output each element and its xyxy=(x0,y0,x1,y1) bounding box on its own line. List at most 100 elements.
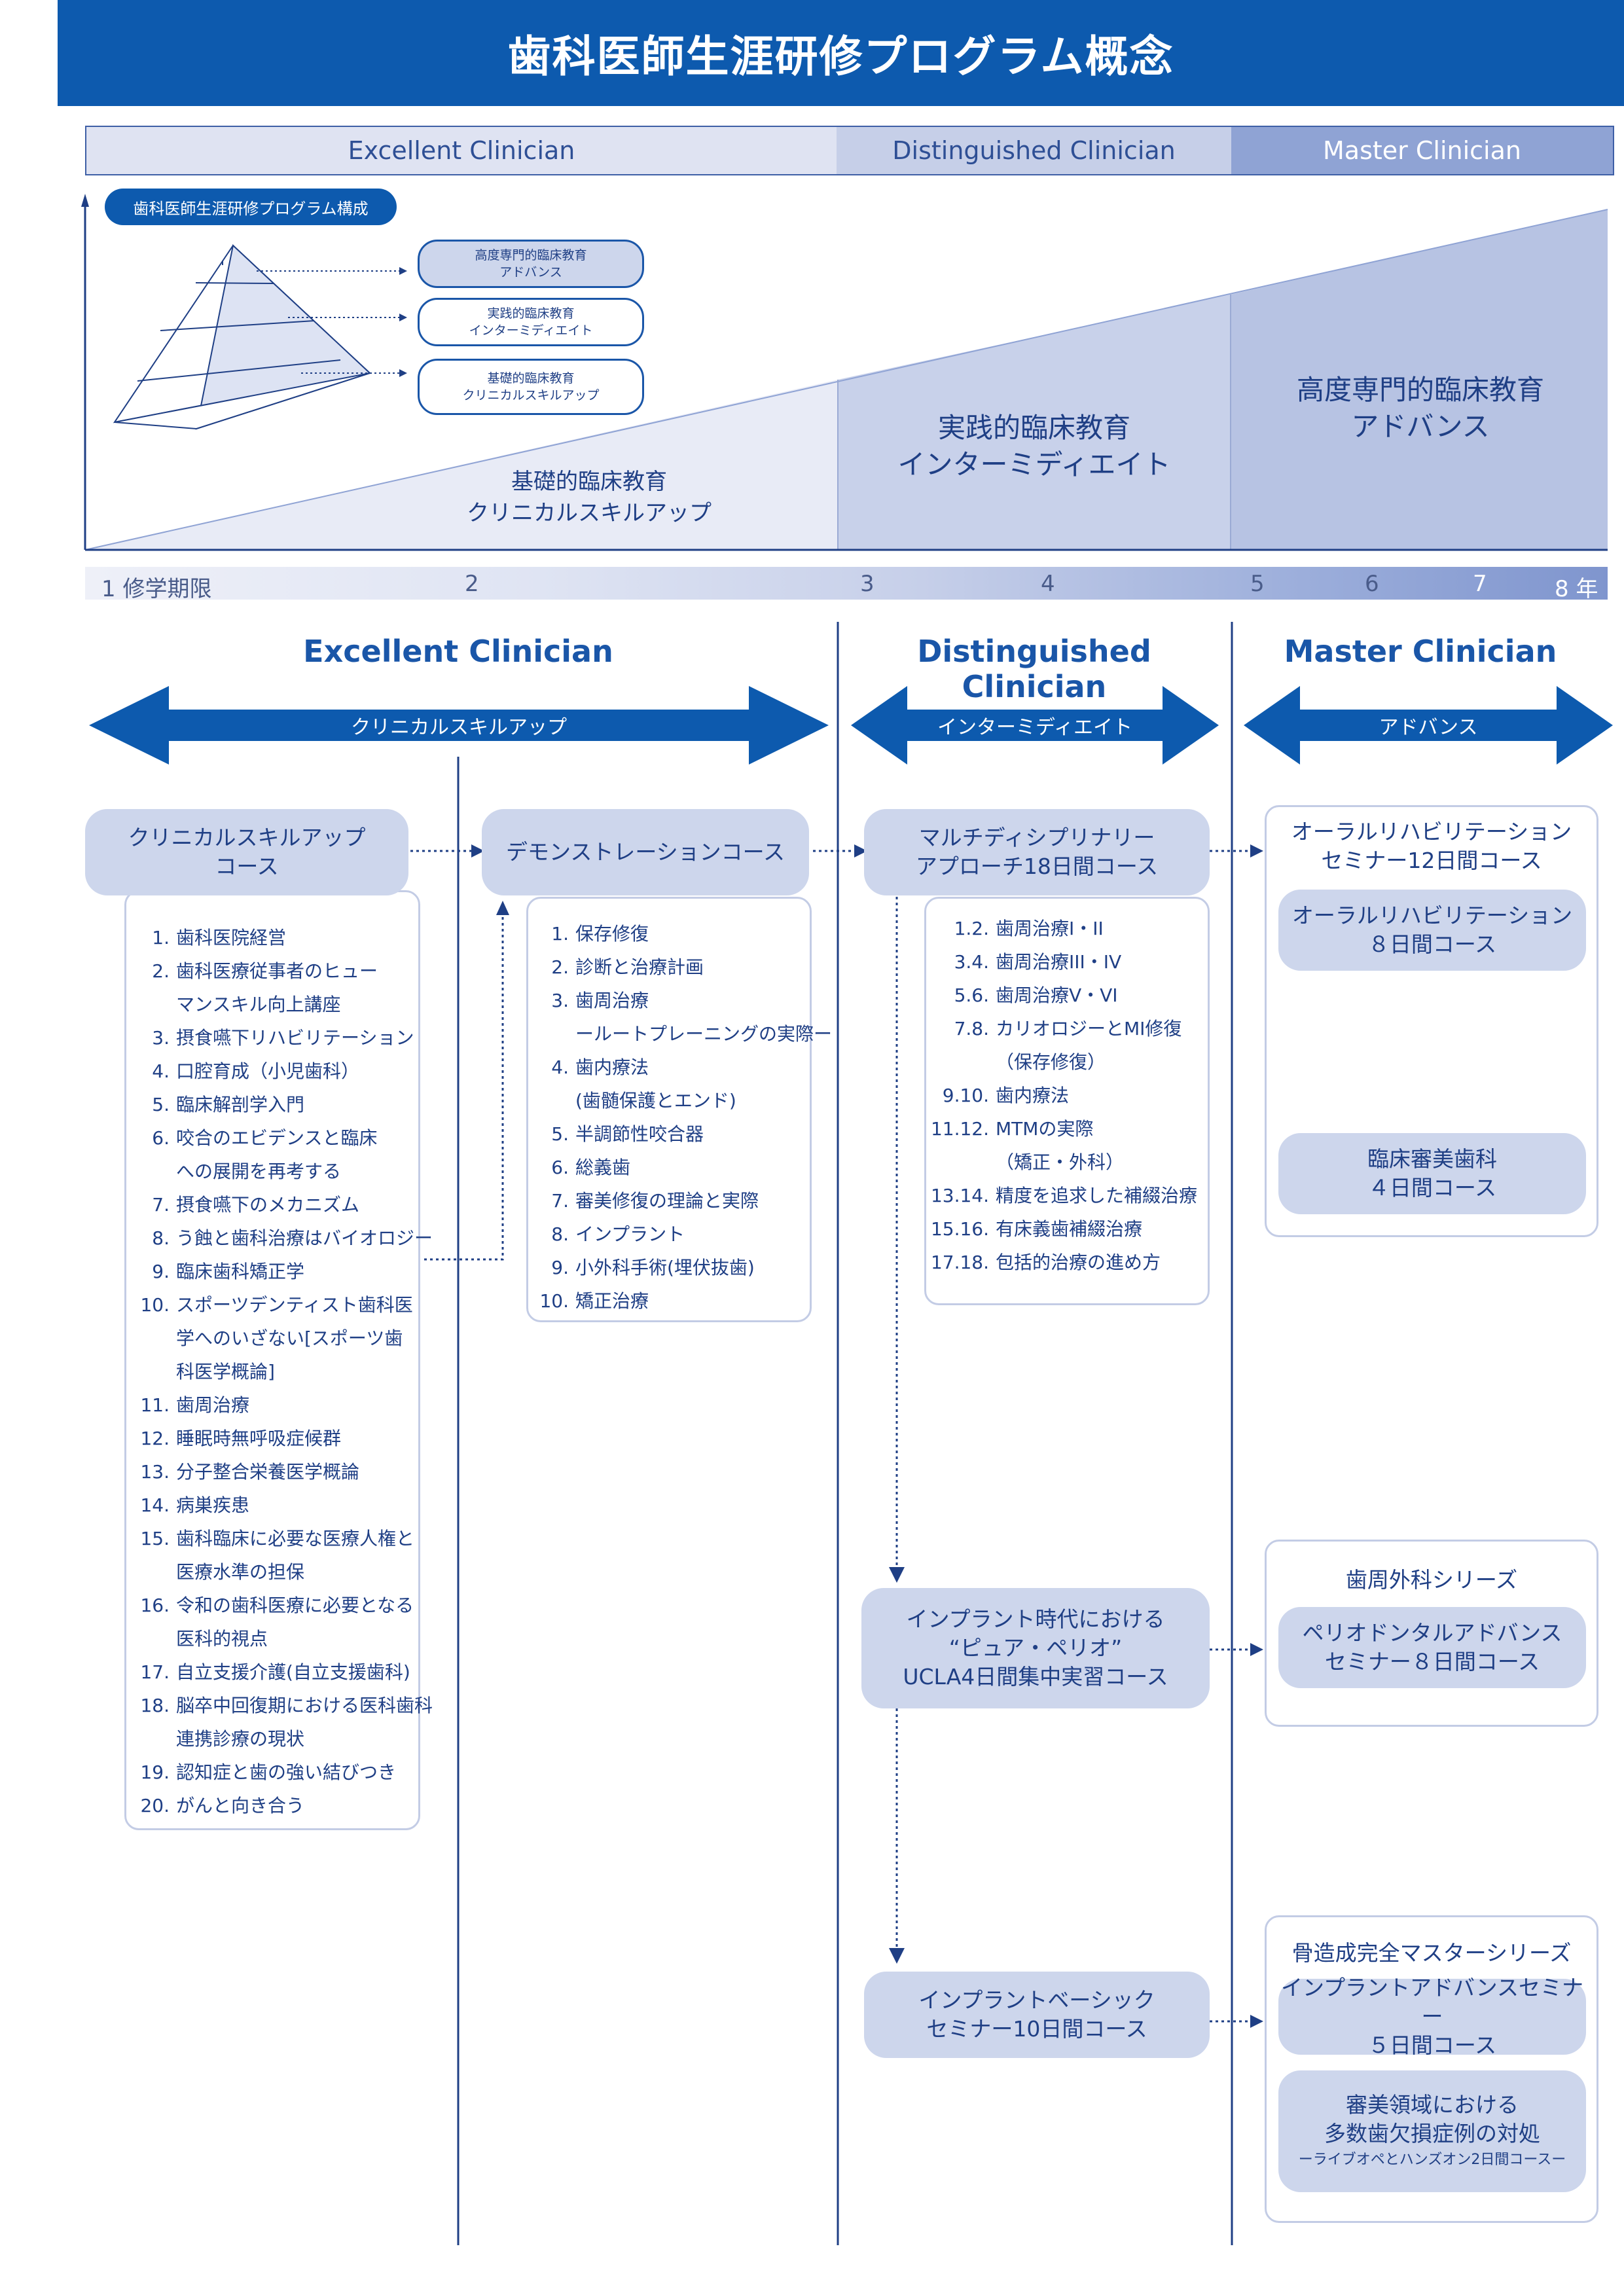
stage-line: インターミディエイト xyxy=(897,448,1171,480)
course-line: 多数歯欠損症例の対処 xyxy=(1324,2121,1540,2146)
list-item-text: 分子整合栄養医学概論 xyxy=(176,1461,360,1483)
implant-basic-course-box[interactable]: インプラントベーシック セミナー10日間コース xyxy=(864,1972,1210,2058)
course-subline: ーライブオペとハンズオン2日間コースー xyxy=(1298,2152,1566,2168)
list-item: 12.睡眠時無呼吸症候群 xyxy=(139,1422,418,1455)
implant-advance-course[interactable]: インプラントアドバンスセミナー ５日間コース xyxy=(1278,1975,1586,2058)
list-item: 5.臨床解剖学入門 xyxy=(139,1088,418,1121)
stage-intermediate-region xyxy=(838,295,1231,550)
list-item-number: 11. xyxy=(140,1394,170,1416)
pyramid-diagram xyxy=(113,244,372,430)
list-item-number xyxy=(139,1155,170,1188)
arrow-down-icon xyxy=(889,1948,905,1964)
list-item: 7.摂食嚥下のメカニズム xyxy=(139,1188,418,1221)
course-line: “ピュア・ペリオ” xyxy=(948,1635,1123,1661)
pure-perio-course-box[interactable]: インプラント時代における “ピュア・ペリオ” UCLA4日間集中実習コース xyxy=(861,1588,1210,1708)
list-item: 7.審美修復の理論と実際 xyxy=(539,1184,810,1218)
list-item-number: 9. xyxy=(551,1257,569,1278)
list-item-number: 1.2. xyxy=(954,918,989,939)
course-line: ペリオドンタルアドバンス xyxy=(1302,1620,1562,1646)
course-line: アプローチ18日間コース xyxy=(915,854,1159,879)
list-item: 5.半調節性咬合器 xyxy=(539,1117,810,1151)
list-item-number xyxy=(929,1045,989,1079)
list-item: 18.脳卒中回復期における医科歯科 xyxy=(139,1689,433,1722)
list-item: 医科的視点 xyxy=(139,1622,418,1655)
arrow-right-icon xyxy=(1250,2015,1263,2028)
course-line: コース xyxy=(215,854,279,879)
oral-rehab-title: オーラルリハビリテーション セミナー12日間コース xyxy=(1267,818,1597,875)
axis-arrow-up-icon xyxy=(81,194,89,207)
list-item: 9.10.歯内療法 xyxy=(929,1079,1208,1112)
double-arrow-icon xyxy=(89,686,829,765)
course-line: 臨床審美歯科 xyxy=(1367,1146,1497,1172)
list-item-number: 6. xyxy=(551,1157,569,1178)
stage-line: 実践的臨床教育 xyxy=(937,412,1130,444)
list-item-number xyxy=(139,1722,170,1756)
list-item: 2.診断と治療計画 xyxy=(539,950,810,984)
list-item-number: 15.16. xyxy=(930,1218,989,1240)
arrow-right-icon xyxy=(1250,1643,1263,1656)
multi-course-box[interactable]: マルチディシプリナリー アプローチ18日間コース xyxy=(864,809,1210,895)
list-item-number: 3.4. xyxy=(954,951,989,973)
skillup-course-box[interactable]: クリニカルスキルアップ コース xyxy=(85,809,408,895)
list-item-text: 口腔育成（小児歯科） xyxy=(176,1060,360,1082)
list-item-text: 歯周治療 xyxy=(575,990,649,1011)
list-item-number xyxy=(139,1355,170,1388)
list-item: ールートプレーニングの実際ー xyxy=(539,1017,832,1051)
list-item-number: 20. xyxy=(140,1795,170,1816)
arrow-up-icon xyxy=(496,901,509,915)
year-label-7: 7 xyxy=(1473,571,1487,597)
list-item-number: 2. xyxy=(551,956,569,978)
pyramid-level-basic: 基礎的臨床教育 クリニカルスキルアップ xyxy=(418,359,644,415)
aesthetic-4day-course[interactable]: 臨床審美歯科 ４日間コース xyxy=(1278,1133,1586,1214)
list-item-text: カリオロジーとMI修復 xyxy=(996,1018,1182,1039)
list-item-text: ールートプレーニングの実際ー xyxy=(575,1023,833,1045)
tier-distinguished-header: Distinguished Clinician xyxy=(837,126,1233,175)
demo-course-box[interactable]: デモンストレーションコース xyxy=(482,809,809,895)
list-item-text: 連携診療の現状 xyxy=(176,1728,305,1750)
list-item-number xyxy=(139,988,170,1021)
list-item-number: 8. xyxy=(551,1223,569,1245)
list-item-number: 12. xyxy=(140,1428,170,1449)
list-item-text: 小外科手術(埋伏抜歯) xyxy=(575,1257,755,1278)
oral-rehab-8day-course[interactable]: オーラルリハビリテーション ８日間コース xyxy=(1278,890,1586,971)
list-item-number: 5.6. xyxy=(954,984,989,1006)
aesthetic-multi-missing-course[interactable]: 審美領域における 多数歯欠損症例の対処 ーライブオペとハンズオン2日間コースー xyxy=(1278,2070,1586,2192)
list-item-text: 歯内療法 xyxy=(575,1056,649,1078)
list-item: 医療水準の担保 xyxy=(139,1555,418,1589)
list-item: 3.摂食嚥下リハビリテーション xyxy=(139,1021,418,1055)
list-item-text: インプラント xyxy=(575,1223,685,1245)
list-item-number: 1. xyxy=(152,927,170,948)
list-item: （保存修復） xyxy=(929,1045,1208,1079)
list-item: 3.歯周治療 xyxy=(539,984,810,1017)
list-item-number: 15. xyxy=(140,1528,170,1549)
pyramid-level-advanced: 高度専門的臨床教育 アドバンス xyxy=(418,240,644,288)
perio-advance-course[interactable]: ペリオドンタルアドバンス セミナー８日間コース xyxy=(1278,1607,1586,1688)
list-item-number: 7. xyxy=(152,1194,170,1216)
course-line: セミナー10日間コース xyxy=(926,2016,1147,2042)
list-item-text: う蝕と歯科治療はバイオロジー xyxy=(176,1227,433,1249)
list-item-text: 脳卒中回復期における医科歯科 xyxy=(176,1695,433,1716)
arrow-label-intermediate: インターミディエイト xyxy=(937,716,1132,739)
list-item: 11.12.MTMの実際 xyxy=(929,1112,1208,1146)
list-item-number: 10. xyxy=(539,1290,569,1312)
course-line: インプラントベーシック xyxy=(918,1987,1155,2013)
list-item-text: 認知症と歯の強い結びつき xyxy=(176,1761,397,1783)
list-item-text: 歯内療法 xyxy=(996,1085,1070,1106)
list-item-number: 2. xyxy=(152,960,170,982)
list-item-number: 10. xyxy=(140,1294,170,1316)
tier-master-header: Master Clinician xyxy=(1231,126,1614,175)
list-item: 15.16.有床義歯補綴治療 xyxy=(929,1212,1208,1246)
list-item-text: 臨床歯科矯正学 xyxy=(176,1261,305,1282)
stage-line: 基礎的臨床教育 xyxy=(511,469,667,495)
list-item: 1.歯科医院経営 xyxy=(139,921,418,954)
list-item-text: 歯周治療III・IV xyxy=(996,951,1122,973)
list-item-number: 3. xyxy=(152,1027,170,1049)
list-item-text: がんと向き合う xyxy=(176,1795,305,1816)
course-line: デモンストレーションコース xyxy=(505,839,785,865)
section-arrows xyxy=(89,686,1613,765)
list-item-number: 17. xyxy=(140,1661,170,1683)
list-item-number: 7.8. xyxy=(954,1018,989,1039)
year-label-4: 4 xyxy=(1041,571,1055,597)
list-item-text: 医療水準の担保 xyxy=(176,1561,305,1583)
